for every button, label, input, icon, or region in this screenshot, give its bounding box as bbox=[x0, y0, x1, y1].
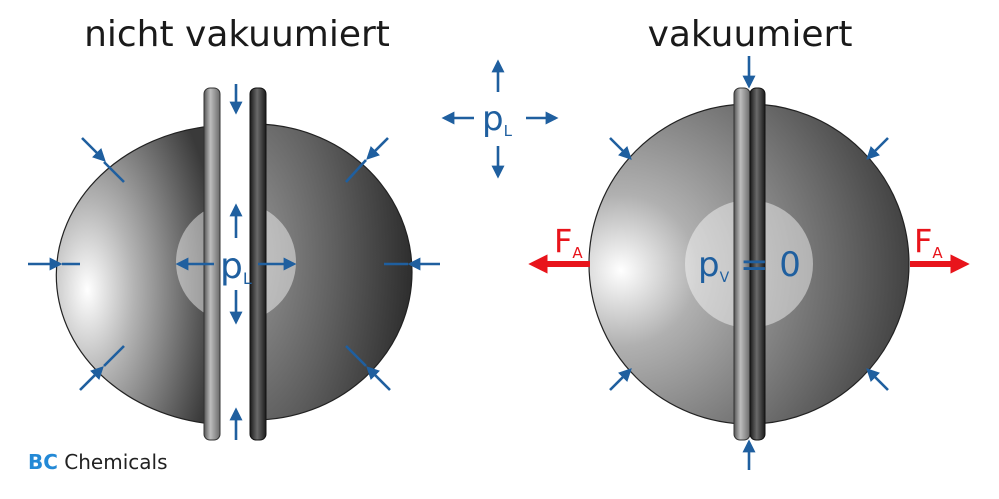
left-hemisphere-b bbox=[253, 123, 413, 421]
brand-logo: BC Chemicals bbox=[28, 450, 168, 474]
title-evacuated: vakuumiert bbox=[647, 14, 853, 55]
brand-bc: BC bbox=[28, 450, 58, 474]
title-not-evacuated: nicht vakuumiert bbox=[84, 14, 390, 55]
force-label-left: FA bbox=[554, 222, 583, 262]
inner-pressure-arrows-left bbox=[175, 203, 297, 325]
ambient-pressure-label: pL bbox=[482, 99, 513, 140]
vacuum-pressure-label: pV = 0 bbox=[698, 245, 801, 286]
inner-pressure-label-left: pL bbox=[220, 246, 252, 288]
left-assembly: pL bbox=[28, 84, 440, 441]
ambient-pressure-legend: pL bbox=[441, 59, 559, 179]
left-hemisphere-a bbox=[55, 125, 213, 425]
outer-pressure-arrows-right bbox=[609, 56, 889, 470]
brand-name: Chemicals bbox=[64, 450, 168, 474]
outer-pressure-arrows-left bbox=[28, 84, 440, 440]
right-flange-b bbox=[749, 87, 766, 441]
force-label-right: FA bbox=[914, 222, 943, 262]
right-assembly: FA FA pV = 0 bbox=[528, 56, 970, 470]
